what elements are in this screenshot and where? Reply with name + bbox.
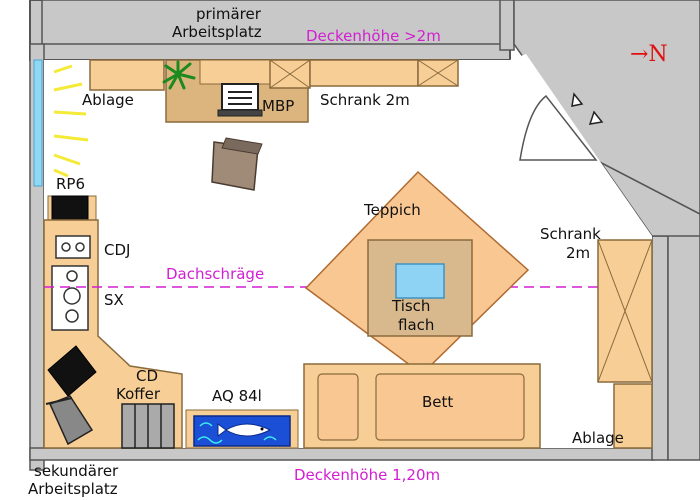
secondary-workplace-label-2: Arbeitsplatz: [28, 480, 118, 498]
cabinet-top-label: Schrank 2m: [320, 91, 410, 109]
cd-case-label-1: CD: [136, 367, 159, 385]
macbook-label: MBP: [262, 97, 295, 115]
mixer-label: SX: [104, 291, 124, 309]
left-furniture: [43, 219, 183, 449]
primary-workplace-label-2: Arbeitsplatz: [172, 23, 262, 41]
primary-workplace-label-1: primärer: [196, 5, 261, 23]
speaker-1-icon: [47, 345, 97, 397]
shelf-top-label: Ablage: [82, 91, 134, 109]
cd-case-icon: [121, 403, 175, 449]
door: [519, 92, 604, 161]
shelf-bottom-label: Ablage: [572, 429, 624, 447]
roof-slope-label: Dachschräge: [166, 265, 265, 283]
upper-right-room: [513, 0, 700, 215]
bed-label: Bett: [422, 393, 454, 411]
top-right-wall-stub: [499, 0, 515, 51]
cd-player-label: CDJ: [104, 241, 131, 259]
cd-player-icon: [55, 235, 91, 259]
bottom-wall: [29, 447, 655, 461]
rug-label: Teppich: [364, 201, 421, 219]
right-room: [667, 219, 700, 461]
ceiling-low-label: Deckenhöhe 1,20m: [294, 466, 441, 484]
bed: [303, 363, 541, 449]
robot-label: RP6: [56, 175, 86, 193]
table-label-1: Tisch: [392, 297, 431, 315]
plant-icon: [162, 60, 196, 90]
chair-icon: [211, 137, 263, 191]
cabinet-right-label-2: 2m: [566, 244, 591, 262]
ceiling-high-label: Deckenhöhe >2m: [306, 27, 441, 45]
right-wall: [651, 235, 669, 461]
secondary-workplace-label-1: sekundärer: [34, 462, 119, 480]
speaker-2-icon: [48, 395, 94, 446]
laptop-icon: [217, 83, 263, 117]
cabinet-right-label-1: Schrank: [540, 225, 601, 243]
door-triangle-1: [571, 92, 584, 107]
shelf-bottom-box: [613, 383, 653, 449]
door-triangle-2: [588, 110, 604, 125]
table-glass: [395, 263, 445, 299]
shelf-top-box: [89, 59, 165, 91]
north-arrow-icon: →N: [630, 42, 668, 67]
aquarium-icon: [185, 409, 299, 449]
window: [33, 59, 43, 187]
cd-case-label-2: Koffer: [116, 385, 160, 403]
aquarium-label: AQ 84l: [212, 387, 262, 405]
cabinet-top-2: [309, 59, 419, 87]
table-label-2: flach: [398, 316, 435, 334]
light-rays: [53, 64, 89, 178]
right-cabinet: [597, 239, 653, 449]
inner-top-room-area: [41, 0, 511, 45]
